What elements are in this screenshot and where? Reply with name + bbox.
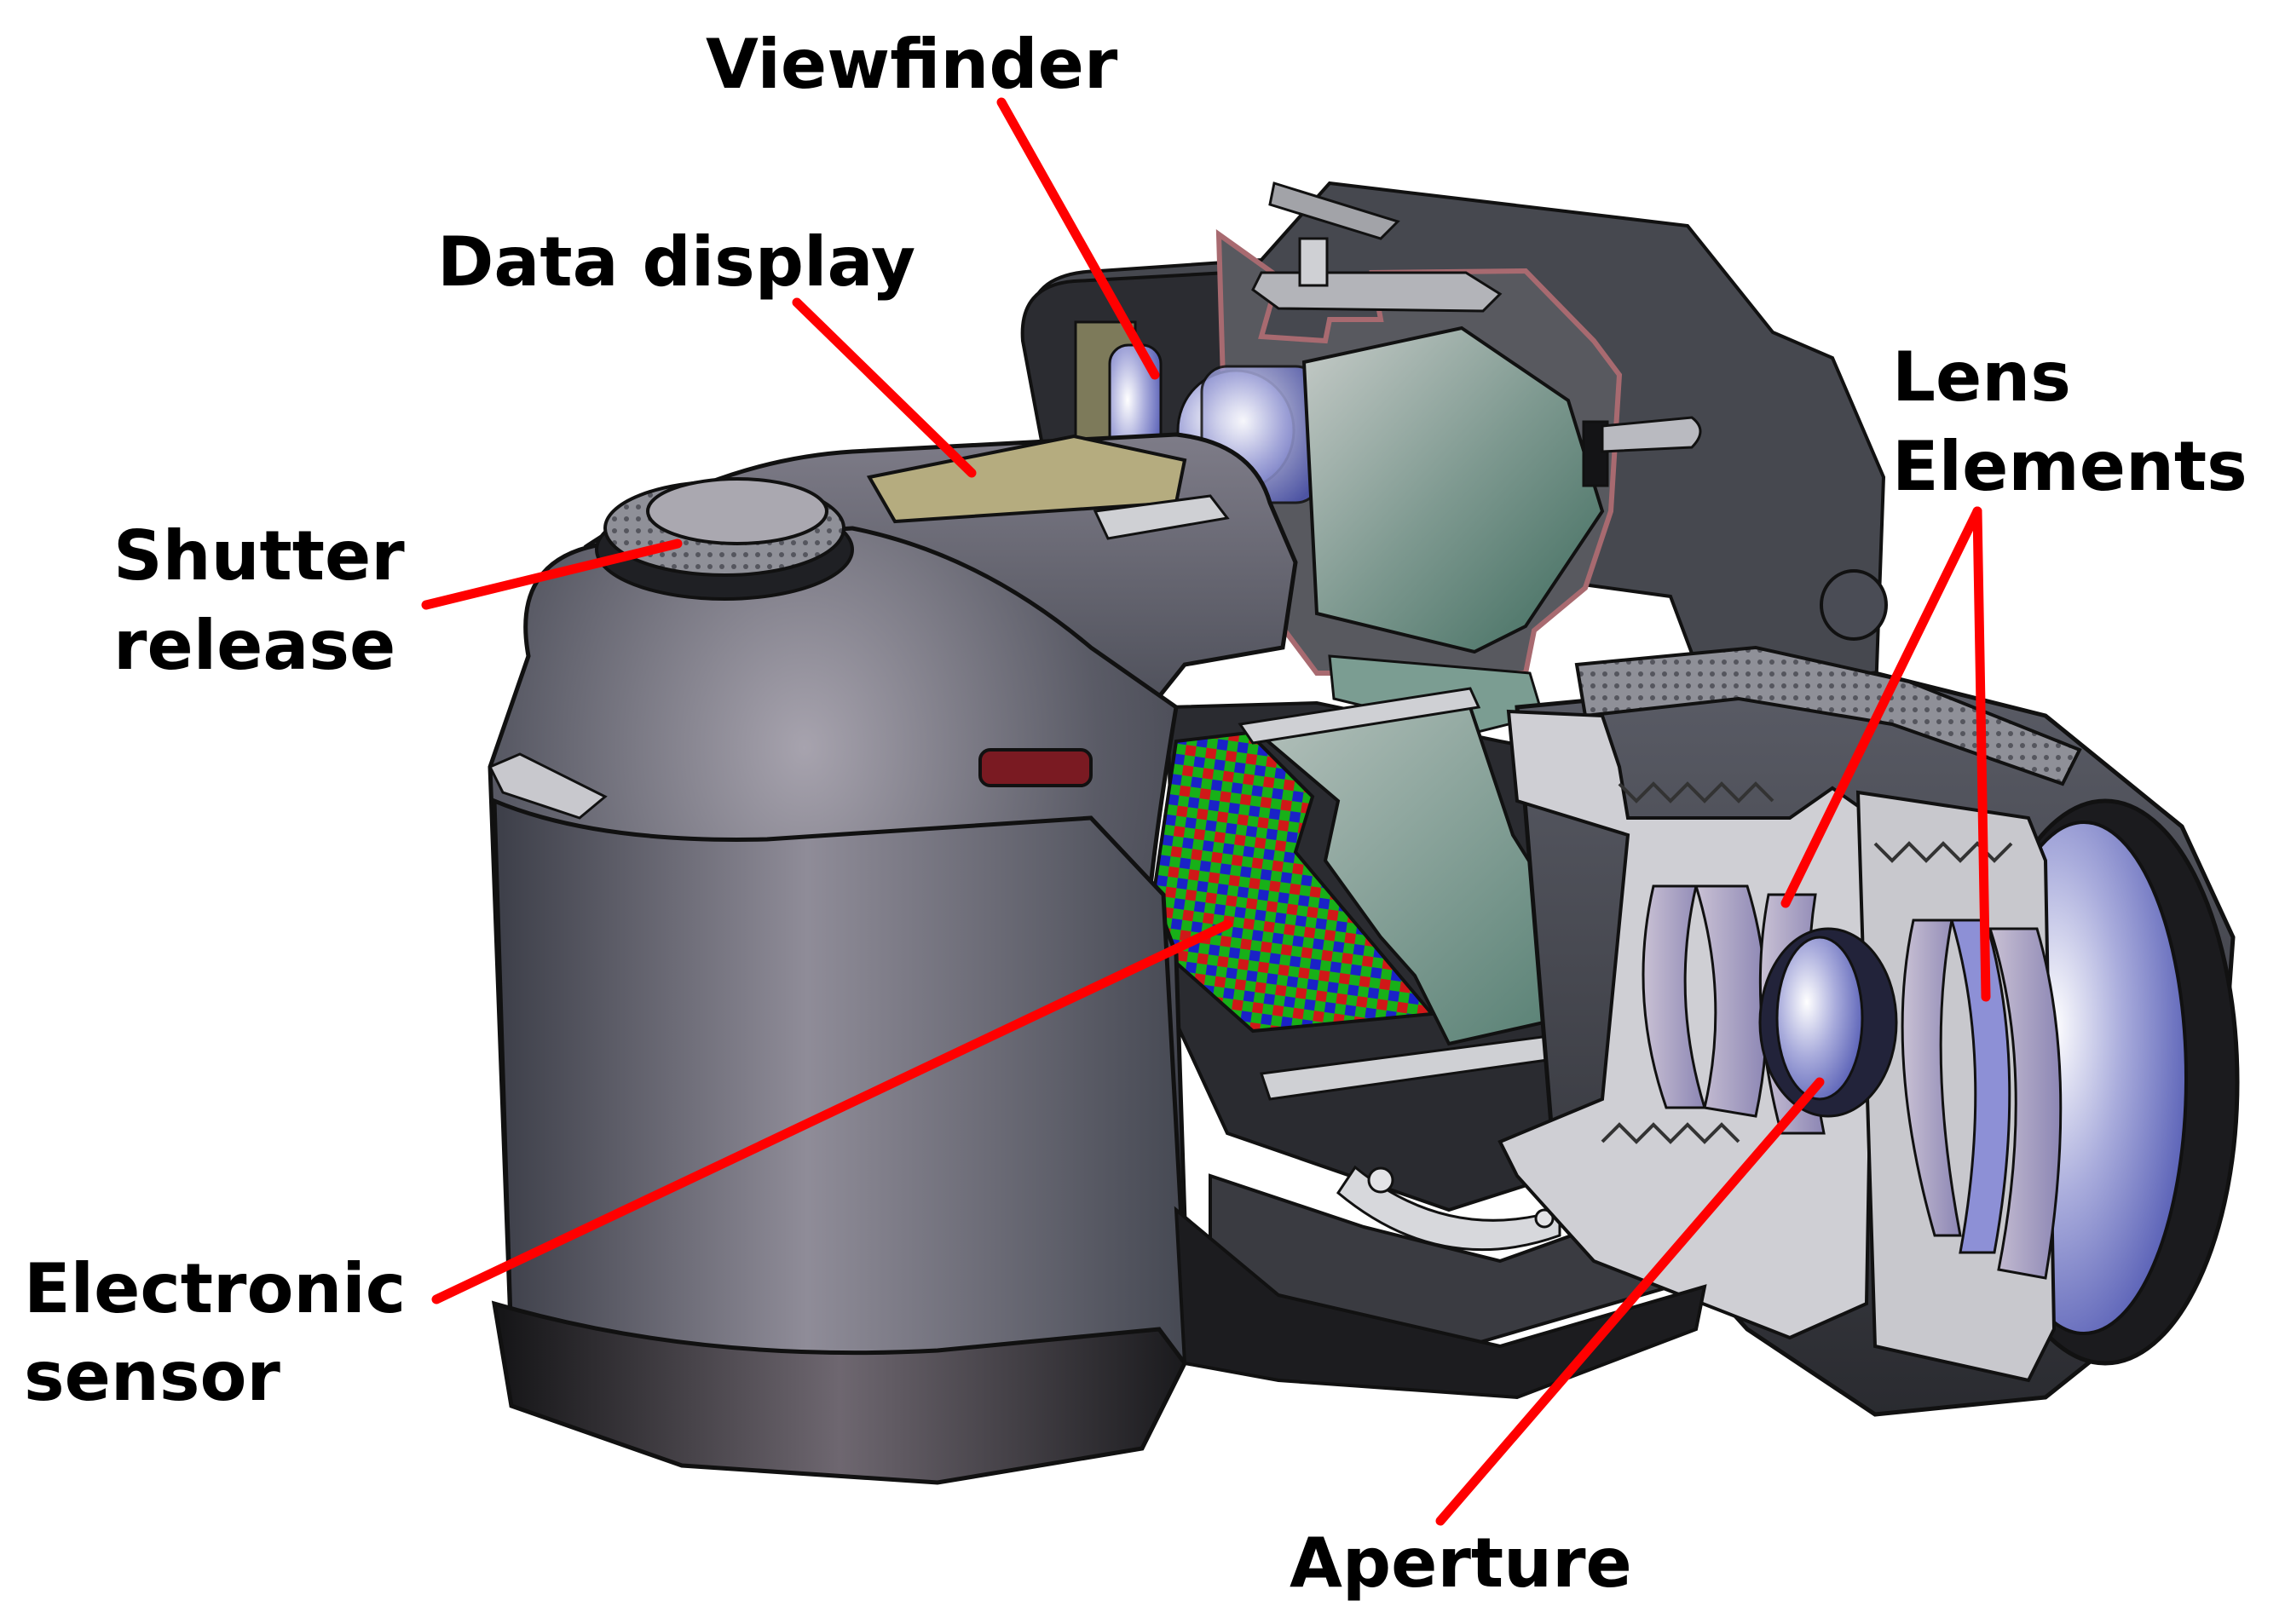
aperture-glass <box>1775 936 1864 1101</box>
lens-threads-rear <box>1618 781 1774 803</box>
labels: Viewfinder Data display Shutter release … <box>24 25 2247 1603</box>
label-lens-elements-line-1: Lens <box>1892 337 2071 417</box>
timer-lamp <box>978 748 1093 787</box>
label-data-display: Data display <box>437 222 915 302</box>
leader-data-display <box>792 297 977 478</box>
lens-threads-lower <box>1601 1122 1740 1144</box>
leader-shutter-release <box>421 538 683 610</box>
label-shutter-release-line-2: release <box>113 606 395 685</box>
label-aperture: Aperture <box>1290 1523 1632 1603</box>
leader-lens-elements-1 <box>1780 506 1982 908</box>
mode-switch <box>1093 494 1230 540</box>
side-button <box>1820 569 1888 641</box>
grip-base <box>491 1300 1187 1485</box>
mount-arc <box>1336 1165 1561 1252</box>
hot-shoe <box>1268 181 1400 240</box>
hot-shoe-post <box>1298 237 1329 287</box>
leader-viewfinder <box>996 97 1160 380</box>
data-display-lcd <box>866 434 1187 524</box>
strap-lug-left <box>488 752 608 820</box>
label-electronic-sensor-line-2: sensor <box>24 1337 280 1416</box>
lens-element-5 <box>1949 919 2011 1254</box>
mirror-frame <box>1238 687 1481 745</box>
leader-electronic-sensor <box>431 919 1232 1304</box>
lens-threads-front <box>1873 841 2013 863</box>
reflex-mirror <box>1249 692 1623 1046</box>
leader-lens-elements-2 <box>1972 506 1991 1002</box>
hot-shoe-mount <box>1251 271 1503 313</box>
focus-ring <box>1574 645 2082 786</box>
label-shutter-release-line-1: Shutter <box>113 516 405 596</box>
rear-strap-lug <box>1601 416 1702 453</box>
leader-aperture <box>1435 1077 1825 1526</box>
label-lens-elements-line-2: Elements <box>1892 427 2247 506</box>
shutter-dial-top <box>646 477 828 545</box>
label-viewfinder: Viewfinder <box>706 25 1118 104</box>
pentaprism <box>1301 325 1605 654</box>
lens-element-6 <box>1988 927 2063 1280</box>
lens-element-4 <box>1901 919 1962 1237</box>
label-electronic-sensor-line-1: Electronic <box>24 1249 406 1328</box>
mount-screw-2 <box>1534 1208 1555 1229</box>
leader-lines <box>421 97 1991 1526</box>
body-base-right <box>1174 1206 1707 1400</box>
mount-screw <box>1367 1166 1394 1194</box>
